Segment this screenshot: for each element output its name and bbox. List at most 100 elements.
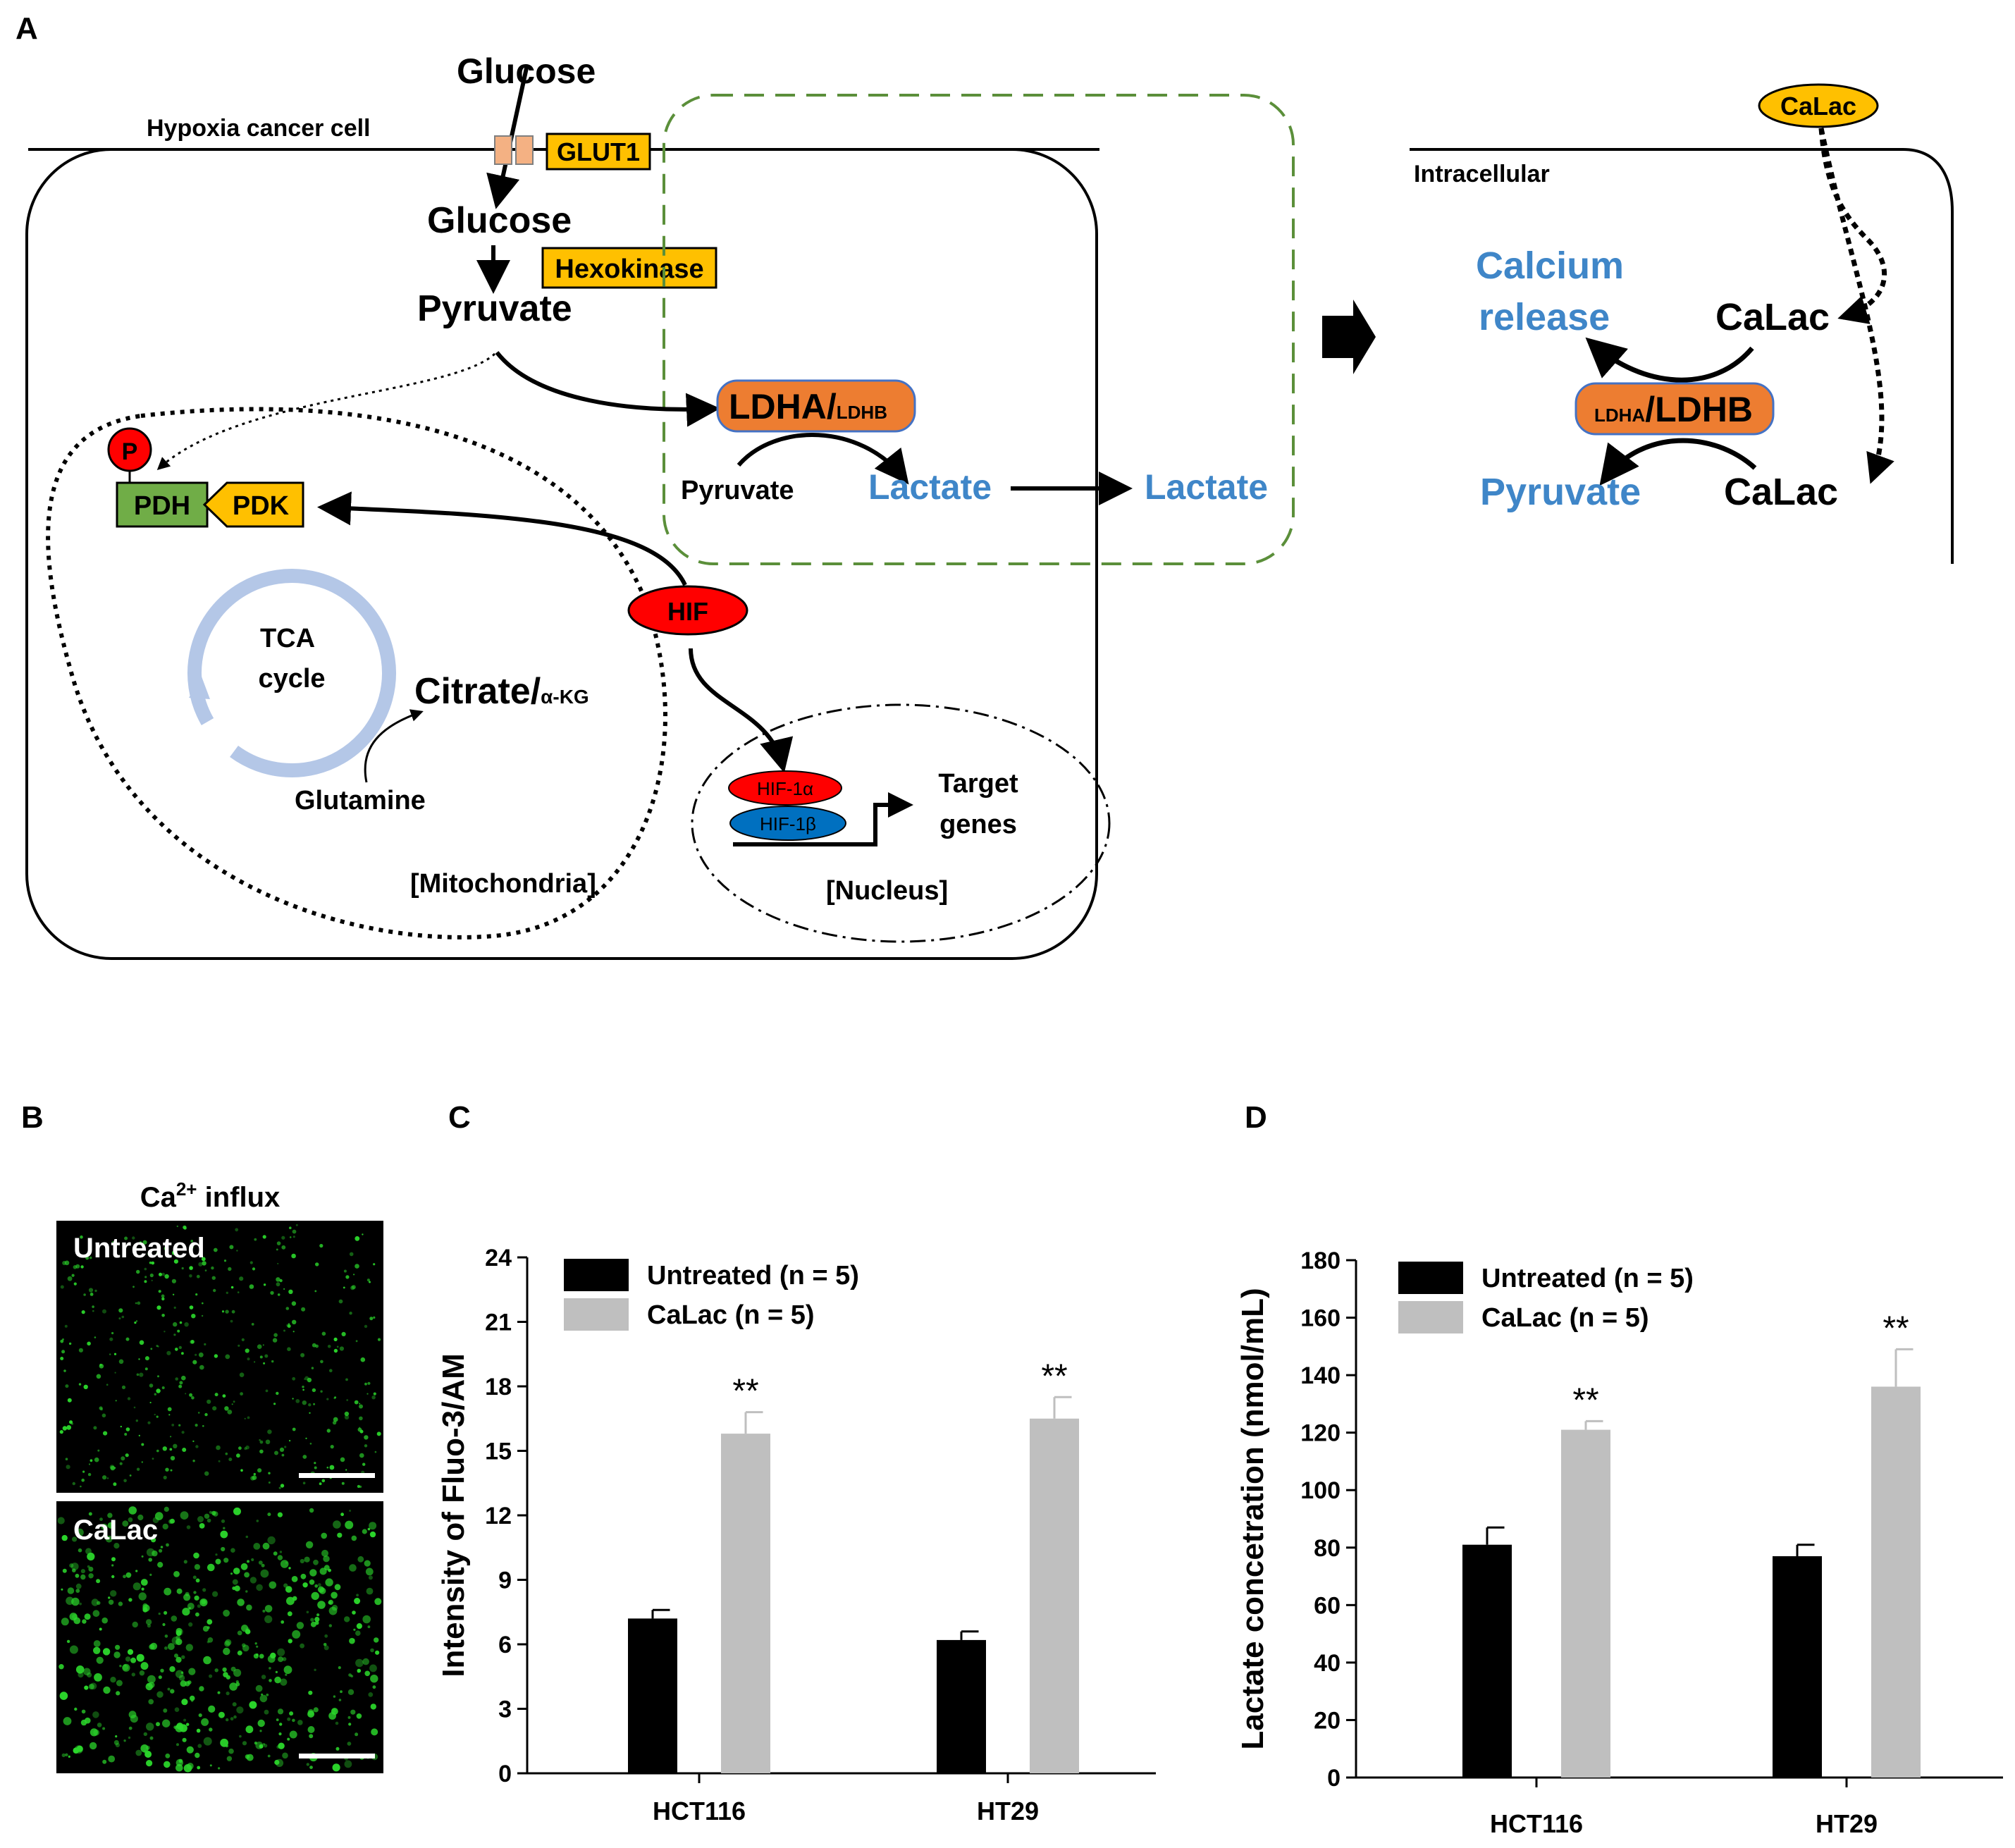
fluorescent-spot xyxy=(168,1414,171,1416)
legend-swatch xyxy=(1398,1262,1463,1294)
fluorescent-spot xyxy=(366,1587,374,1595)
fluorescent-spot xyxy=(340,1457,345,1462)
fluorescent-spot xyxy=(141,1555,144,1558)
fluorescent-spot xyxy=(99,1517,103,1522)
fluorescent-spot xyxy=(305,1541,314,1548)
fluorescent-spot xyxy=(262,1743,266,1746)
fluorescent-spot xyxy=(140,1662,149,1670)
fluorescent-spot xyxy=(143,1732,147,1737)
fluorescent-spot xyxy=(345,1378,348,1381)
fluorescent-spot xyxy=(182,1608,190,1616)
ldhb-main-text: /LDHB xyxy=(1645,390,1753,429)
fluorescent-spot xyxy=(374,1637,379,1643)
fluorescent-spot xyxy=(147,1421,151,1424)
glut1-channel-right xyxy=(515,135,534,165)
fluorescent-spot xyxy=(199,1686,204,1692)
fluorescent-spot xyxy=(116,1680,123,1687)
y-tick-label: 60 xyxy=(1314,1592,1341,1619)
fluorescent-spot xyxy=(203,1656,211,1665)
fluorescent-spot xyxy=(99,1627,102,1631)
fluorescence-image-untreated xyxy=(56,1221,383,1493)
fluorescent-spot xyxy=(97,1601,101,1605)
fluorescent-spot xyxy=(65,1384,69,1388)
fluorescent-spot xyxy=(146,1548,155,1557)
fluorescent-spot xyxy=(231,1310,235,1314)
fluorescent-spot xyxy=(235,1228,239,1232)
fluorescent-spot xyxy=(164,1634,168,1638)
fluorescent-spot xyxy=(142,1607,148,1613)
y-axis-label: Lactate concetration (nmol/mL) xyxy=(1236,1288,1270,1749)
fluorescent-spot xyxy=(309,1443,312,1445)
fluorescent-spot xyxy=(175,1656,182,1663)
fluorescent-spot xyxy=(130,1657,137,1663)
fluorescent-spot xyxy=(283,1583,288,1588)
calac-pill xyxy=(1758,83,1879,128)
fluorescent-spot xyxy=(152,1550,158,1557)
hif-oval xyxy=(627,585,748,636)
fluorescent-spot xyxy=(267,1754,271,1758)
fluorescent-spot xyxy=(273,1403,276,1405)
fluorescent-spot xyxy=(230,1717,234,1721)
fluorescent-spot xyxy=(273,1551,278,1556)
fluorescent-spot xyxy=(292,1718,295,1723)
glutamine-arrow xyxy=(364,709,424,783)
fluorescent-spot xyxy=(164,1246,168,1251)
fluorescent-spot xyxy=(197,1412,200,1414)
fluorescent-spot xyxy=(350,1675,354,1678)
fluorescent-spot xyxy=(300,1573,307,1579)
fluorescent-spot xyxy=(148,1558,152,1562)
fluorescent-spot xyxy=(72,1568,76,1572)
fluorescent-spot xyxy=(81,1310,85,1314)
fluorescent-spot xyxy=(61,1753,66,1758)
fluorescent-spot xyxy=(125,1453,129,1458)
fluorescent-spot xyxy=(349,1312,352,1315)
fluorescent-spot xyxy=(245,1445,249,1450)
fluorescent-spot xyxy=(345,1469,347,1471)
fluorescent-spot xyxy=(285,1561,288,1564)
fluorescent-spot xyxy=(84,1685,89,1690)
fluorescent-spot xyxy=(341,1331,346,1336)
fluorescent-spot xyxy=(179,1381,183,1385)
fluorescent-spot xyxy=(285,1673,288,1676)
fluorescent-spot xyxy=(276,1718,279,1722)
fluorescent-spot xyxy=(60,1339,64,1343)
image-label-calac: CaLac xyxy=(73,1515,158,1546)
fluorescent-spot xyxy=(101,1523,108,1530)
fluorescent-spot xyxy=(326,1398,329,1400)
fluorescent-spot xyxy=(344,1760,352,1768)
fluorescent-spot xyxy=(157,1562,164,1568)
fluorescent-spot xyxy=(173,1306,176,1309)
fluorescent-spot xyxy=(249,1284,254,1289)
fluorescent-spot xyxy=(333,1695,336,1698)
fluorescent-spot xyxy=(208,1705,216,1713)
calac-to-pyruvate-arrow xyxy=(1599,438,1757,486)
fluorescent-spot xyxy=(367,1527,371,1531)
fluorescent-spot xyxy=(185,1644,193,1651)
fluorescent-spot xyxy=(228,1748,234,1754)
fluorescent-spot xyxy=(141,1587,144,1591)
fluorescent-spot xyxy=(87,1472,92,1477)
fluorescent-spot xyxy=(183,1594,191,1601)
fluorescent-spot xyxy=(277,1708,284,1715)
fluorescent-spot xyxy=(61,1618,69,1626)
fluorescent-spot xyxy=(312,1388,316,1393)
significance-marker: ** xyxy=(1882,1310,1909,1347)
fluorescent-spot xyxy=(304,1556,310,1563)
fluorescent-spot xyxy=(69,1563,74,1568)
fluorescent-spot xyxy=(91,1598,99,1606)
calac-uptake-arrow-2 xyxy=(1818,128,1894,484)
fluorescent-spot xyxy=(351,1285,356,1290)
significance-marker: ** xyxy=(1041,1357,1067,1395)
fluorescent-spot xyxy=(189,1305,194,1310)
fluorescent-spot xyxy=(373,1316,376,1319)
fluorescent-spot xyxy=(263,1283,266,1286)
fluorescent-spot xyxy=(159,1272,162,1276)
legend-swatch xyxy=(1398,1301,1463,1333)
fluorescent-spot xyxy=(156,1252,159,1255)
fluorescent-spot xyxy=(115,1644,121,1650)
fluorescent-spot xyxy=(102,1309,106,1314)
fluorescent-spot xyxy=(287,1717,291,1721)
fluorescent-spot xyxy=(149,1573,152,1576)
fluorescent-spot xyxy=(59,1692,68,1700)
